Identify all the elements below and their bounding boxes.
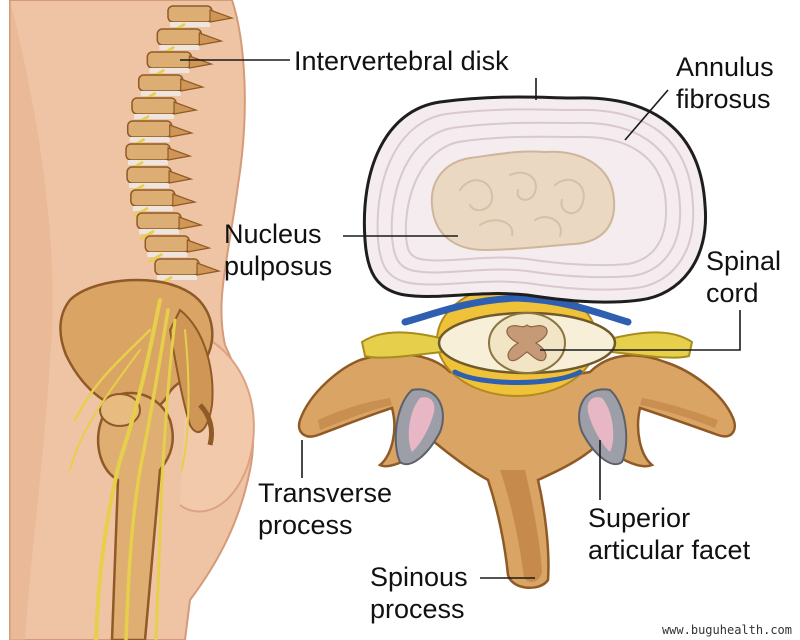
spine-process bbox=[167, 147, 193, 161]
bone-shading-left bbox=[318, 398, 392, 430]
spine-vertebra bbox=[167, 5, 213, 23]
sacrum bbox=[168, 308, 214, 433]
spine-disc bbox=[147, 252, 188, 257]
spine-process bbox=[180, 78, 206, 92]
leader-annulus-fibrosus bbox=[624, 89, 669, 141]
spine-vertebra bbox=[126, 166, 172, 184]
spine-nerve bbox=[147, 252, 163, 264]
leader-spinal-cord bbox=[540, 310, 741, 351]
label-transverse-line2: process bbox=[258, 510, 353, 540]
spine-vertebra bbox=[156, 28, 203, 46]
spine-nerve bbox=[139, 229, 155, 241]
spine-disc bbox=[128, 160, 169, 165]
nucleus-pulposus bbox=[430, 150, 616, 252]
right-facet-cartilage bbox=[587, 397, 614, 452]
label-spinal-cord-line2: cord bbox=[706, 278, 759, 308]
spine-nerve bbox=[133, 206, 149, 218]
spine-vertebra bbox=[144, 235, 191, 253]
spine-disc bbox=[149, 68, 190, 73]
spine-process bbox=[173, 101, 199, 115]
labels: Intervertebral disk Annulus fibrosus Nuc… bbox=[224, 46, 792, 637]
spine-vertebra bbox=[136, 212, 182, 230]
label-nucleus-line1: Nucleus bbox=[224, 219, 322, 249]
label-spinous-line1: Spinous bbox=[370, 562, 468, 592]
label-spinal-cord-line1: Spinal bbox=[706, 246, 781, 276]
spine-disc bbox=[170, 22, 210, 27]
gray-matter bbox=[506, 324, 548, 362]
spine-process bbox=[172, 193, 198, 207]
label-nucleus-line2: pulposus bbox=[224, 251, 332, 281]
left-nerve-root bbox=[360, 331, 444, 359]
spine-vertebra bbox=[131, 97, 177, 115]
coccyx bbox=[198, 403, 215, 446]
spine-disc bbox=[140, 91, 181, 96]
spine-vertebra bbox=[137, 74, 184, 92]
spine-process bbox=[169, 124, 194, 138]
label-intervertebral-disk: Intervertebral disk bbox=[294, 46, 509, 76]
spine-disc bbox=[159, 45, 200, 50]
right-nerve-root bbox=[610, 331, 694, 359]
spine-vertebra bbox=[130, 189, 176, 207]
vertebra-cross-section bbox=[297, 95, 736, 589]
label-superior-line2: articular facet bbox=[588, 535, 751, 565]
spine-process bbox=[209, 9, 235, 23]
spine-vertebra bbox=[126, 120, 173, 138]
spine-disc bbox=[132, 206, 173, 211]
spine-disc bbox=[157, 275, 198, 280]
spine-disc bbox=[134, 114, 175, 119]
annulus-rings bbox=[376, 108, 695, 291]
label-transverse-line1: Transverse bbox=[258, 478, 392, 508]
lower-back-side-view bbox=[9, 0, 255, 640]
spine-disc bbox=[129, 183, 170, 188]
label-superior-line1: Superior bbox=[588, 503, 690, 533]
label-annulus-line2: fibrosus bbox=[676, 84, 771, 114]
spine-vertebra bbox=[125, 143, 171, 161]
label-annulus-line1: Annulus bbox=[676, 52, 774, 82]
sciatic-nerves bbox=[69, 298, 190, 640]
femur-head bbox=[99, 393, 141, 427]
spine-disc bbox=[139, 229, 180, 234]
spine-process bbox=[178, 216, 204, 230]
leader-lines bbox=[180, 59, 741, 579]
spine-process bbox=[168, 170, 194, 184]
watermark: www.buguhealth.com bbox=[662, 623, 792, 637]
epidural-veins bbox=[401, 294, 632, 385]
bone-shading bbox=[500, 470, 542, 582]
nucleus-texture bbox=[459, 171, 585, 237]
spine-column bbox=[125, 5, 235, 287]
spine-process bbox=[198, 32, 224, 46]
pelvis bbox=[59, 278, 214, 414]
bone-shading-right bbox=[640, 398, 718, 428]
label-spinous-line2: process bbox=[370, 594, 465, 624]
spine-vertebra bbox=[154, 258, 200, 276]
left-facet-cartilage bbox=[408, 397, 435, 452]
spine-process bbox=[196, 262, 222, 276]
spine-disc bbox=[129, 137, 170, 142]
spine-process bbox=[186, 239, 212, 253]
belly-shading bbox=[10, 0, 53, 640]
